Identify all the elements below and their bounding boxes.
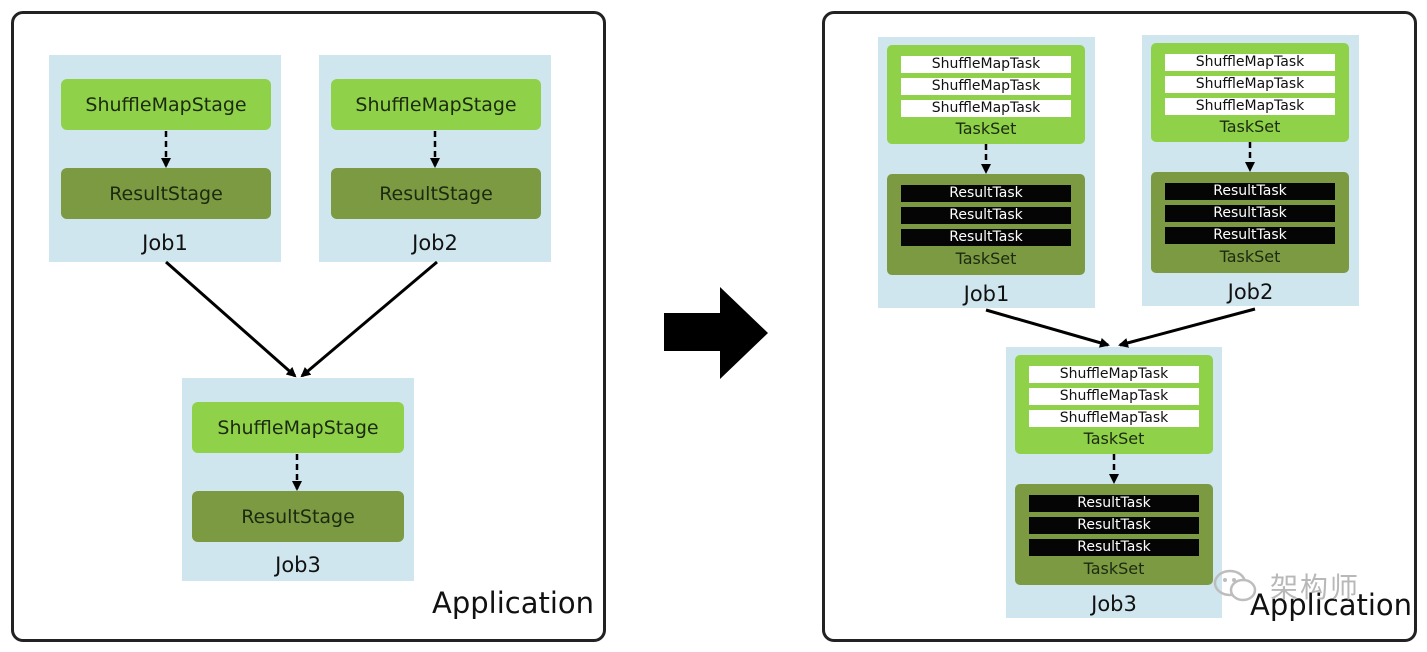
left-job3-shuffle-stage: ShuffleMapStage — [192, 402, 404, 453]
taskset-label: TaskSet — [1219, 247, 1281, 266]
result-task: ResultTask — [901, 207, 1071, 224]
left-job2-result-stage: ResultStage — [331, 168, 541, 219]
right-job1-to-job3-arrow — [985, 308, 1110, 348]
right-application-label: Application — [1250, 588, 1413, 622]
result-task: ResultTask — [901, 229, 1071, 246]
left-job3-result-stage: ResultStage — [192, 491, 404, 542]
wechat-icon — [1213, 569, 1257, 602]
shuffle-map-task: ShuffleMapTask — [1165, 76, 1335, 93]
right-job1-shuffle-taskset: ShuffleMapTask ShuffleMapTask ShuffleMap… — [887, 45, 1085, 144]
transform-arrow — [664, 287, 768, 379]
shuffle-map-task: ShuffleMapTask — [1029, 410, 1199, 427]
right-job2-shuffle-taskset: ShuffleMapTask ShuffleMapTask ShuffleMap… — [1151, 43, 1349, 142]
shuffle-map-task: ShuffleMapTask — [1029, 366, 1199, 383]
watermark: 架构师 — [1212, 566, 1392, 606]
left-job1-to-job3-arrow — [165, 260, 297, 378]
right-job1-label: Job1 — [963, 282, 1010, 306]
shuffle-map-task: ShuffleMapTask — [901, 56, 1071, 73]
right-job2-result-taskset: ResultTask ResultTask ResultTask TaskSet — [1151, 172, 1349, 273]
left-job1-result-stage: ResultStage — [61, 168, 271, 219]
left-job1-shuffle-stage: ShuffleMapStage — [61, 79, 271, 130]
shuffle-map-task: ShuffleMapTask — [1165, 98, 1335, 115]
taskset-label: TaskSet — [1083, 559, 1145, 578]
right-job1-result-taskset: ResultTask ResultTask ResultTask TaskSet — [887, 174, 1085, 275]
result-task: ResultTask — [1165, 183, 1335, 200]
taskset-label: TaskSet — [1219, 117, 1281, 136]
result-task: ResultTask — [901, 185, 1071, 202]
left-job2-shuffle-stage: ShuffleMapStage — [331, 79, 541, 130]
shuffle-map-task: ShuffleMapTask — [1029, 388, 1199, 405]
result-task: ResultTask — [1165, 205, 1335, 222]
taskset-label: TaskSet — [955, 249, 1017, 268]
left-job1-box: ShuffleMapStage ResultStage Job1 — [49, 55, 281, 262]
right-job3-label: Job3 — [1091, 592, 1137, 616]
shuffle-map-task: ShuffleMapTask — [901, 100, 1071, 117]
right-job2-label: Job2 — [1227, 280, 1274, 304]
right-job3-shuffle-taskset: ShuffleMapTask ShuffleMapTask ShuffleMap… — [1015, 355, 1213, 454]
result-task: ResultTask — [1029, 495, 1199, 512]
right-job2-to-job3-arrow — [1118, 307, 1256, 348]
shuffle-map-task: ShuffleMapTask — [1165, 54, 1335, 71]
shuffle-map-task: ShuffleMapTask — [901, 78, 1071, 95]
left-job3-label: Job3 — [275, 553, 321, 577]
result-task: ResultTask — [1029, 517, 1199, 534]
taskset-label: TaskSet — [1083, 429, 1145, 448]
left-job1-label: Job1 — [142, 231, 188, 255]
result-task: ResultTask — [1165, 227, 1335, 244]
right-job3-result-taskset: ResultTask ResultTask ResultTask TaskSet — [1015, 484, 1213, 585]
left-job2-label: Job2 — [412, 231, 458, 255]
right-job3-box: ShuffleMapTask ShuffleMapTask ShuffleMap… — [1006, 347, 1222, 618]
left-application-label: Application — [432, 586, 595, 620]
taskset-label: TaskSet — [955, 119, 1017, 138]
left-job2-to-job3-arrow — [300, 260, 438, 378]
result-task: ResultTask — [1029, 539, 1199, 556]
watermark-text: 架构师 — [1270, 571, 1361, 604]
